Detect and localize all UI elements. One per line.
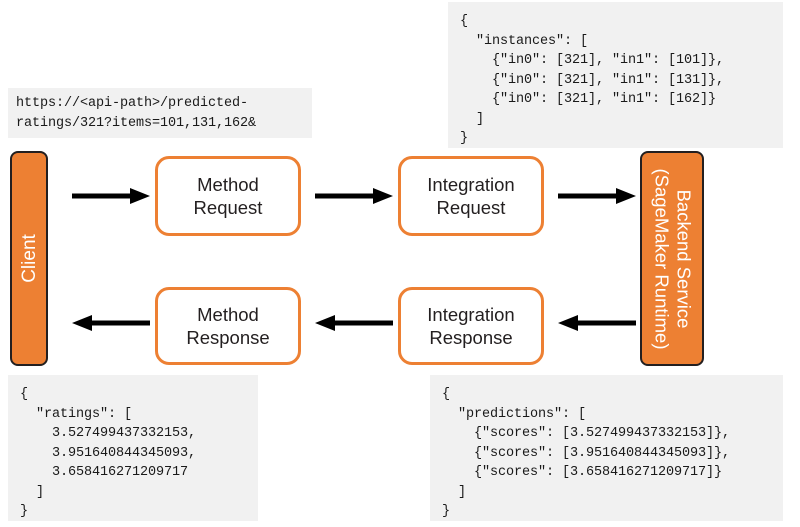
arrow-method-request-to-integration-request <box>315 186 393 206</box>
arrow-integration-request-to-backend <box>558 186 636 206</box>
integration-request-json-panel: { "instances": [ {"in0": [321], "in1": [… <box>448 2 783 148</box>
arrow-backend-to-integration-response <box>558 313 636 333</box>
client-node-label: Client <box>18 234 40 283</box>
client-node: Client <box>10 151 48 366</box>
backend-service-node-label: Backend Service(SageMaker Runtime) <box>651 168 695 349</box>
arrow-method-response-to-client <box>72 313 150 333</box>
request-url-panel: https://<api-path>/predicted- ratings/32… <box>8 88 312 138</box>
backend-service-node: Backend Service(SageMaker Runtime) <box>640 151 704 366</box>
integration-response-json-panel: { "predictions": [ {"scores": [3.5274994… <box>430 375 783 521</box>
arrow-integration-response-to-method-response <box>315 313 393 333</box>
arrow-client-to-method-request <box>72 186 150 206</box>
method-response-json-panel: { "ratings": [ 3.527499437332153, 3.9516… <box>8 375 258 521</box>
